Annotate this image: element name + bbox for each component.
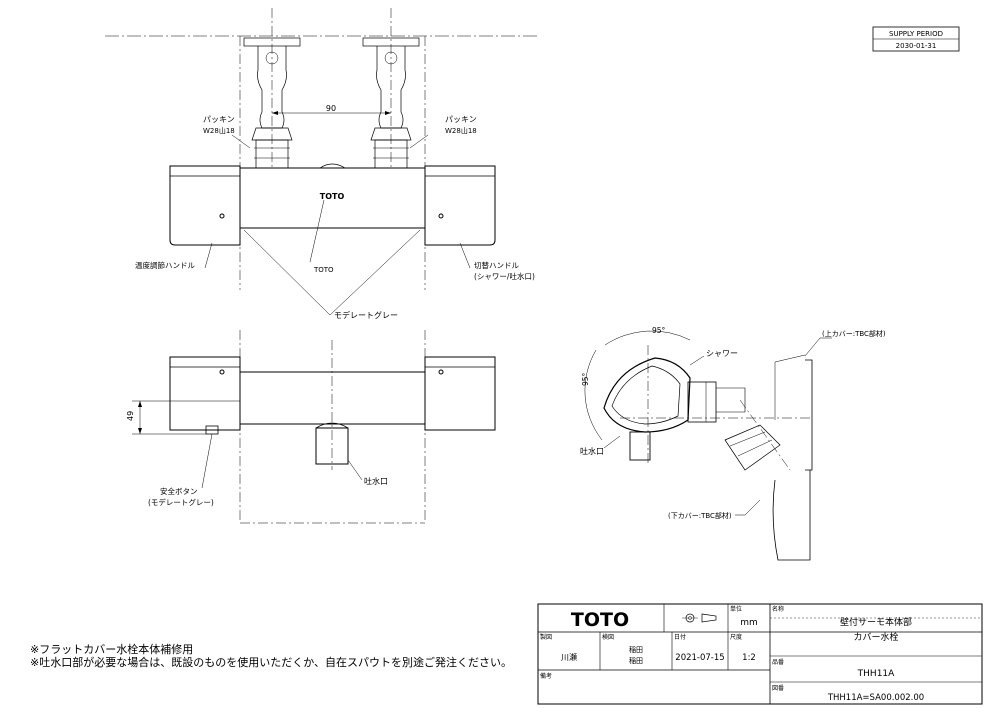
safety-button-label: 安全ボタン [160, 486, 198, 496]
shower-label: シャワー [706, 349, 738, 358]
part-label: 品番 [772, 659, 784, 666]
unit-label: 単位 [730, 605, 742, 613]
note-line-1: ※フラットカバー水栓本体補修用 [30, 643, 194, 656]
body-logo: TOTO [320, 192, 345, 201]
drawing-no-label: 図番 [772, 685, 784, 692]
safety-button-sub: (モデレートグレー) [148, 497, 214, 507]
drawn-value: 川瀬 [561, 652, 577, 662]
dimension-90: 90 [326, 104, 336, 113]
supply-period-box: SUPPLY PERIOD 2030-01-31 [872, 26, 960, 52]
date-value: 2021-07-15 [675, 653, 724, 663]
lower-cover-label: (下カバー:TBC部材) [668, 511, 732, 520]
angle-95-top: 95° [652, 326, 666, 335]
supply-period-label: SUPPLY PERIOD [889, 30, 943, 38]
spout-label: 吐水口 [364, 476, 388, 486]
check-value-2: 稲田 [629, 656, 643, 665]
scale-label: 尺度 [730, 633, 742, 641]
toto-brand-logo: TOTO [571, 609, 629, 631]
check-label: 検図 [602, 633, 614, 641]
side-spout-label: 吐水口 [580, 446, 604, 456]
side-view-labels: 95° 95° シャワー 吐水口 (上カバー:TBC部材) (下カバー:TBC部… [580, 326, 886, 520]
drawn-label: 製図 [540, 633, 552, 641]
part-value: THH11A [857, 669, 895, 679]
temp-handle-label: 温度調節ハンドル [135, 260, 195, 270]
drawing-no-value: THH11A=SA00.002.00 [827, 693, 924, 703]
bottom-view [132, 330, 496, 524]
check-value-1: 稲田 [629, 645, 643, 654]
note-line-2: ※吐水口部が必要な場合は、既設のものを使用いただくか、自在スパウトを別途ご発注く… [30, 656, 512, 669]
title-block-text: TOTO 単位 mm 名称 壁付サーモ本体部 カバー水栓 製図 川瀬 検図 稲田… [540, 605, 924, 703]
date-label: 日付 [674, 633, 686, 641]
product-name-line1: 壁付サーモ本体部 [840, 616, 912, 628]
unit-value: mm [740, 618, 758, 628]
name-label: 名称 [772, 605, 784, 613]
upper-cover-label: (上カバー:TBC部材) [822, 329, 886, 338]
bottom-view-labels: 49 吐水口 安全ボタン (モデレートグレー) [126, 411, 388, 507]
switch-handle-label: 切替ハンドル [474, 260, 519, 270]
angle-95-side: 95° [581, 372, 590, 386]
packing-left-label: パッキン [203, 115, 235, 124]
switch-handle-sub: (シャワー/吐水口) [474, 271, 535, 281]
scale-value: 1:2 [742, 653, 756, 663]
supply-period-date: 2030-01-31 [896, 42, 937, 50]
front-view-labels: 90 パッキン W28山18 パッキン W28山18 TOTO TOTO 温度調… [135, 104, 535, 320]
front-view [105, 8, 538, 316]
remarks-label: 備考 [540, 672, 552, 680]
toto-callout: TOTO [313, 266, 334, 274]
dimension-49: 49 [126, 411, 135, 421]
packing-right-label: パッキン [445, 115, 477, 124]
packing-left-spec: W28山18 [203, 126, 235, 135]
moderate-gray-label: モデレートグレー [334, 310, 398, 320]
product-name-line2: カバー水栓 [853, 631, 898, 643]
packing-right-spec: W28山18 [445, 126, 477, 135]
side-view [584, 330, 832, 561]
title-block [537, 603, 983, 705]
